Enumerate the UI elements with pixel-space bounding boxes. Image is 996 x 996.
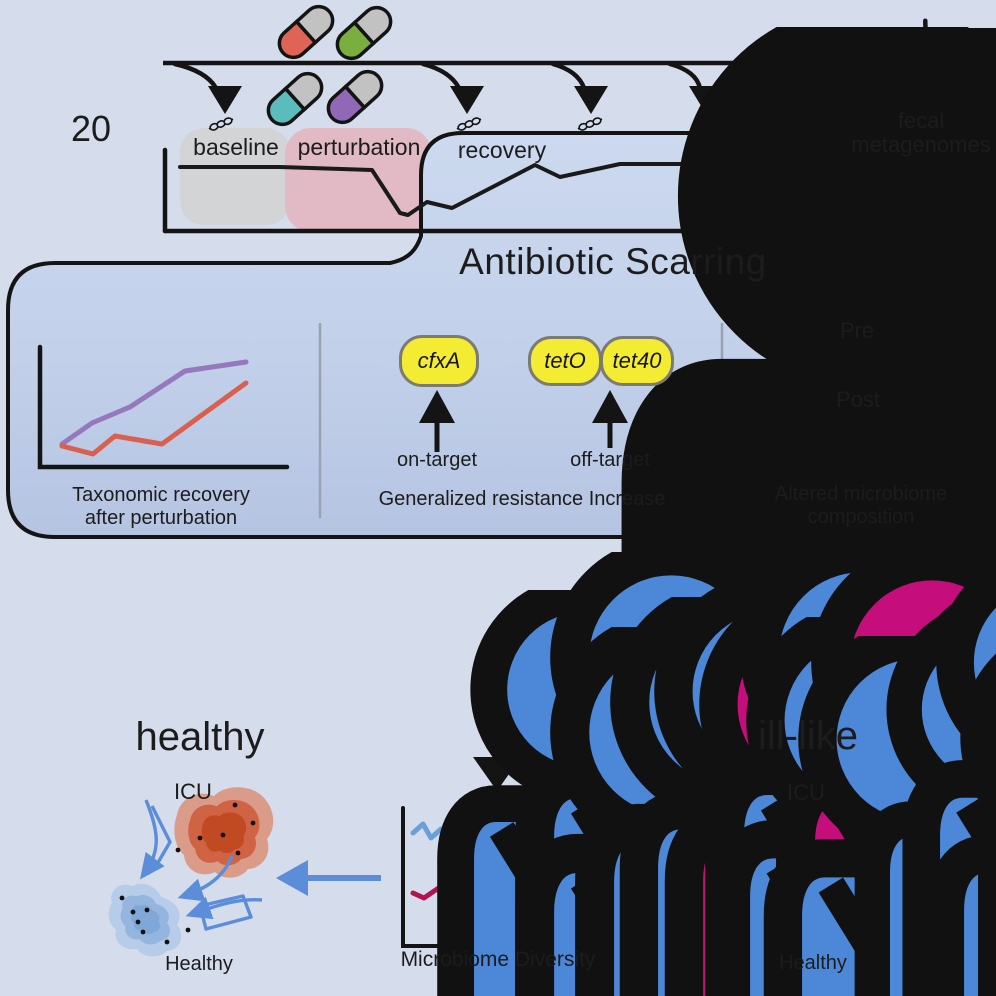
gene-badge-tetO: tetO	[528, 336, 602, 386]
gene-label: tet40	[612, 348, 662, 373]
icu-label-left: ICU	[174, 779, 212, 804]
healthy-label-left: Healthy	[165, 953, 233, 975]
pre-label: Pre	[839, 318, 875, 343]
icu-label-right: ICU	[787, 780, 825, 805]
gene-label: tetO	[544, 348, 586, 373]
gene-badge-tet40: tet40	[600, 336, 674, 386]
healthy-ordination	[108, 787, 274, 957]
healthy-outcome-arrow	[276, 860, 381, 896]
taxonomic-chart	[37, 344, 290, 470]
pill-teal-icon	[266, 71, 324, 127]
taxonomic-series-purple	[59, 359, 249, 447]
crowd-of-people	[456, 553, 996, 996]
fecal-metagenomes-label: metagenomes	[851, 132, 991, 157]
sample-dots	[119, 802, 256, 945]
on-target-label: on-target	[396, 449, 478, 471]
off-target-arrowhead-icon	[592, 390, 628, 423]
pill-green-icon	[335, 5, 393, 61]
icu-blob-left	[174, 787, 274, 878]
healthy-trajectories	[139, 799, 263, 931]
phase-label-baseline: baseline	[193, 134, 279, 160]
post-label: Post	[835, 387, 881, 412]
taxonomic-caption: Taxonomic recovery	[72, 484, 250, 506]
composition-caption: Altered microbiome	[774, 483, 948, 505]
fecal-metagenomes-label: fecal	[897, 108, 945, 133]
taxonomic-series-red	[59, 380, 249, 457]
pill-purple-icon	[326, 69, 384, 125]
phase-label-perturbation: perturbation	[297, 134, 421, 160]
antibiotic-pills	[266, 4, 393, 127]
resistance-caption: Generalized resistance Increase	[378, 488, 666, 510]
gene-badge-cfxA: cfxA	[399, 335, 479, 387]
on-target-arrowhead-icon	[419, 390, 455, 423]
subject-count: 20	[70, 108, 112, 149]
off-target-label: off-target	[570, 449, 650, 471]
sampling-arrows	[172, 61, 703, 91]
gene-label: cfxA	[417, 348, 461, 373]
phase-label-recovery: recovery	[457, 137, 547, 163]
healthy-label-right: Healthy	[779, 952, 847, 974]
healthy-outcome-label: healthy	[135, 715, 265, 759]
resistance-arrows	[419, 390, 628, 452]
baseline-region	[180, 128, 290, 225]
pill-red-icon	[277, 4, 335, 60]
panel-title: Antibiotic Scarring	[459, 241, 767, 282]
taxonomic-caption: after perturbation	[84, 507, 238, 529]
ill-outcome-label: ill-like	[758, 714, 858, 758]
diversity-caption: Microbiome Diversity	[400, 948, 596, 971]
composition-caption: composition	[807, 506, 915, 528]
timeline-state-line	[178, 162, 780, 217]
healthy-blob-left	[108, 883, 182, 957]
